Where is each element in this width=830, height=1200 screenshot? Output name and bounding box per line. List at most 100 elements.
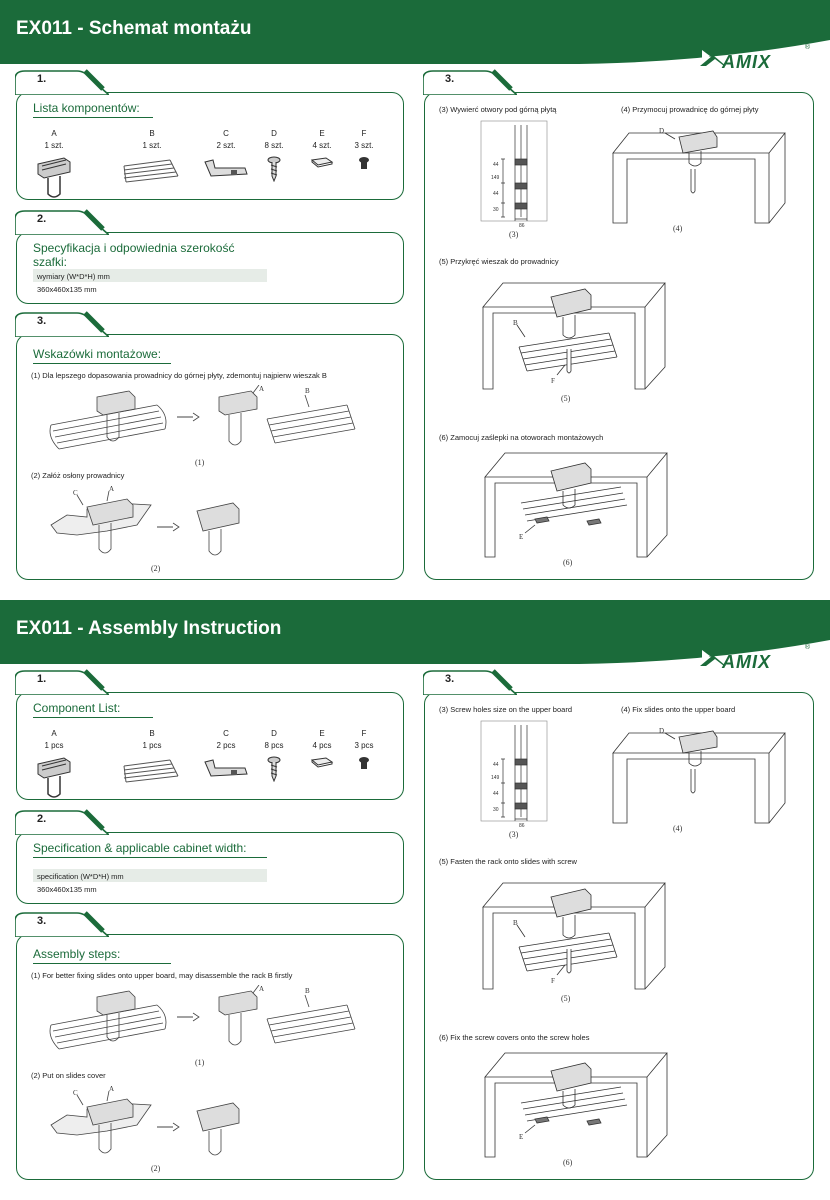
label-b: B [513, 319, 518, 327]
components-title: Lista komponentów: [33, 101, 153, 118]
figure-3-label: (3) [509, 230, 519, 239]
label-d: D [659, 127, 664, 135]
figure-6-label: (6) [563, 558, 573, 567]
screw-cap-icon [310, 157, 334, 168]
small-screw-icon [359, 757, 369, 769]
slide-part-icon [37, 757, 71, 798]
component-qty: 3 szt. [354, 141, 374, 150]
figure-2-label: (2) [151, 564, 161, 573]
component-qty: 1 pcs [44, 741, 64, 750]
component-qty: 2 szt. [216, 141, 236, 150]
label-a: A [109, 1085, 114, 1093]
small-screw-icon [359, 157, 369, 169]
amix-logo-icon [700, 46, 726, 66]
label-b: B [305, 387, 310, 395]
component-letter: B [149, 129, 155, 138]
logo-registered-mark: ® [804, 644, 810, 651]
component-qty: 1 szt. [142, 141, 162, 150]
steps-title: Assembly steps: [33, 947, 171, 964]
logo-text: AMIX [722, 652, 771, 672]
components-box: 1. Lista komponentów: A 1 szt. B 1 szt. … [15, 69, 404, 200]
dim-30: 30 [493, 207, 499, 213]
label-e: E [519, 533, 523, 541]
component-letter: D [271, 729, 277, 738]
step-5-text: (5) Fasten the rack onto slides with scr… [439, 857, 577, 866]
component-b: B 1 szt. [117, 129, 187, 186]
section-tab [15, 809, 109, 835]
screw-icon [267, 756, 281, 782]
figure-3-label: (3) [509, 830, 519, 839]
slide-part-icon [37, 157, 71, 198]
step-4-text: (4) Fix slides onto the upper board [621, 705, 736, 714]
component-qty: 2 pcs [216, 741, 236, 750]
steps-right-box: 3. (3) Wywierć otwory pod górną płytą (4… [423, 69, 814, 580]
dim-86: 86 [519, 823, 525, 829]
step-3-text: (3) Wywierć otwory pod górną płytą [439, 105, 557, 114]
page-header: EX011 - Assembly Instruction [0, 600, 830, 664]
step-1-illustration: A B (1) [49, 985, 356, 1067]
dim-30: 30 [493, 807, 499, 813]
screw-icon [267, 156, 281, 182]
component-qty: 3 pcs [354, 741, 374, 750]
brand-logo: AMIX ® [700, 40, 810, 80]
component-qty: 8 szt. [264, 141, 284, 150]
figure-6-label: (6) [563, 1158, 573, 1167]
component-letter: E [319, 129, 325, 138]
component-f: F 3 pcs [329, 729, 399, 770]
component-qty: 4 pcs [312, 741, 332, 750]
step-2-text: (2) Załóż osłony prowadnicy [31, 471, 125, 480]
section-tab [15, 69, 109, 95]
step-2-text: (2) Put on slides cover [31, 1071, 106, 1080]
label-c: C [73, 489, 78, 497]
dim-149: 149 [491, 175, 500, 181]
figure-2-label: (2) [151, 1164, 161, 1173]
dim-86: 86 [519, 223, 525, 229]
figure-1-label: (1) [195, 458, 205, 467]
page-title: EX011 - Assembly Instruction [16, 618, 282, 639]
section-tab [15, 209, 109, 235]
dim-44-top: 44 [493, 762, 499, 768]
screw-cap-icon [310, 757, 334, 768]
logo-registered-mark: ® [804, 44, 810, 51]
component-d: D 8 pcs [239, 729, 309, 782]
trouser-rack-icon [123, 759, 179, 783]
component-letter: F [361, 129, 367, 138]
spec-label: specification (W*D*H) mm [33, 869, 267, 882]
brand-logo: AMIX ® [700, 640, 810, 680]
step-2-illustration: C A (2) [50, 485, 240, 573]
steps-title: Wskazówki montażowe: [33, 347, 171, 364]
specification-box: 2. Specyfikacja i odpowiednia szerokość … [15, 209, 404, 304]
header-swoosh [0, 640, 830, 682]
instruction-page: EX011 - Assembly Instruction AMIX ® 1. C… [0, 600, 830, 1200]
label-a: A [259, 385, 264, 393]
spec-value: 360x460x135 mm [37, 285, 97, 294]
label-f: F [551, 977, 555, 985]
figure-4-label: (4) [673, 824, 683, 833]
page-title: EX011 - Schemat montażu [16, 18, 252, 39]
specification-title: Specification & applicable cabinet width… [33, 841, 267, 858]
component-letter: A [51, 129, 57, 138]
trouser-rack-icon [123, 159, 179, 183]
step-6-illustration: E (6) [484, 452, 668, 567]
spec-label: wymiary (W*D*H) mm [33, 269, 267, 282]
step-6-text: (6) Fix the screw covers onto the screw … [439, 1033, 590, 1042]
dim-44-bottom: 44 [493, 191, 499, 197]
step-4-cabinet-diagram: D (4) [612, 727, 786, 833]
step-1-text: (1) For better fixing slides onto upper … [31, 971, 293, 980]
dim-44-top: 44 [493, 162, 499, 168]
step-4-text: (4) Przymocuj prowadnicę do górnej płyty [621, 105, 759, 114]
section-tab [15, 669, 109, 695]
steps-box: 3. Wskazówki montażowe: (1) Dla lepszego… [15, 311, 404, 580]
slide-cover-icon [204, 759, 248, 777]
component-letter: E [319, 729, 325, 738]
section-tab [15, 911, 109, 937]
component-letter: F [361, 729, 367, 738]
figure-1-label: (1) [195, 1058, 205, 1067]
step-3-drill-diagram: 44 149 44 30 86 (3) [480, 720, 548, 839]
label-d: D [659, 727, 664, 735]
label-a: A [259, 985, 264, 993]
figure-5-label: (5) [561, 994, 571, 1003]
label-a: A [109, 485, 114, 493]
header-swoosh [0, 40, 830, 82]
step-3-drill-diagram: 44 149 44 30 86 (3) [480, 120, 548, 239]
